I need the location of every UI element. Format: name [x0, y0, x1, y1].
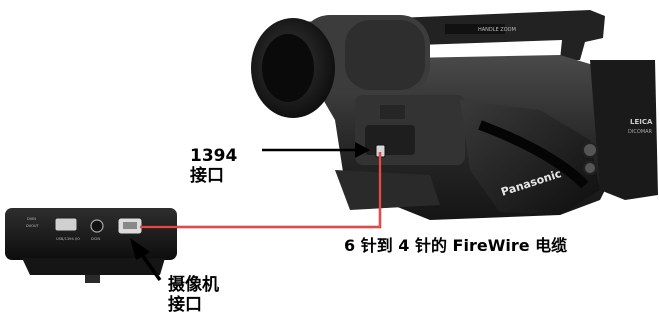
- lens-model-text: DICOMAR: [628, 129, 652, 135]
- handle-zoom-text: HANDLE ZOOM: [478, 27, 516, 33]
- lens-hood: [590, 60, 658, 200]
- dock-dcin-text: DCIN: [91, 237, 100, 241]
- arrow-left-icon: [262, 142, 370, 158]
- dock-dcin-port: [90, 219, 104, 233]
- dock-body: [5, 208, 177, 260]
- camcorder: HANDLE ZOOM LEICA DICOMAR Panasonic: [251, 10, 658, 220]
- arrow-up-left-icon: [130, 238, 162, 282]
- port-1394-label: 1394 接口: [190, 146, 238, 186]
- camera-port-label-line2: 接口: [168, 294, 202, 315]
- dock-usb-port-text: USB/1394 I/O: [56, 237, 80, 241]
- port-1394-label-line1: 1394: [190, 146, 238, 166]
- camera-port-label: 摄像机 接口: [168, 275, 219, 315]
- lens-brand-text: LEICA: [630, 118, 653, 126]
- cable-label: 6 针到 4 针的 FireWire 电缆: [344, 236, 568, 255]
- dock-usb-port: [54, 217, 78, 232]
- dock-dvout-text: DVOUT: [26, 224, 40, 228]
- dock: DVIN DVOUT USB/1394 I/O DCIN: [5, 208, 177, 283]
- camera-port-label-line1: 摄像机: [168, 275, 219, 295]
- dock-dvin-text: DVIN: [27, 217, 36, 221]
- port-1394-label-line2: 接口: [190, 165, 224, 186]
